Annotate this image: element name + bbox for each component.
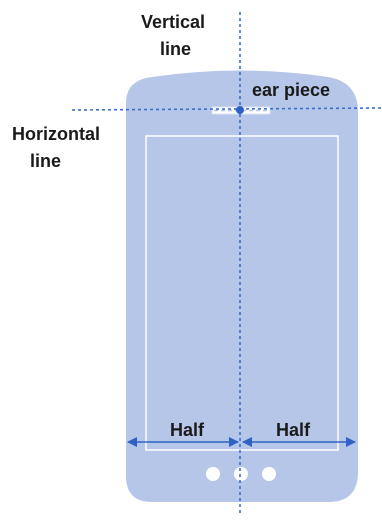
horizontal-guide-line [71, 107, 382, 111]
screen-outline [145, 135, 339, 451]
phone-body [126, 70, 358, 502]
half-label-left: Half [170, 420, 205, 440]
home-button-right [262, 467, 276, 481]
intersection-point [236, 106, 244, 114]
horizontal-line-label-1: Horizontal [12, 124, 100, 144]
vertical-line-label-2: line [160, 39, 191, 59]
home-button-left [206, 467, 220, 481]
horizontal-line-label-2: line [30, 151, 61, 171]
vertical-line-label-1: Vertical [141, 12, 205, 32]
ear-piece-label: ear piece [252, 80, 330, 100]
home-button-center [234, 467, 248, 481]
half-label-right: Half [276, 420, 311, 440]
